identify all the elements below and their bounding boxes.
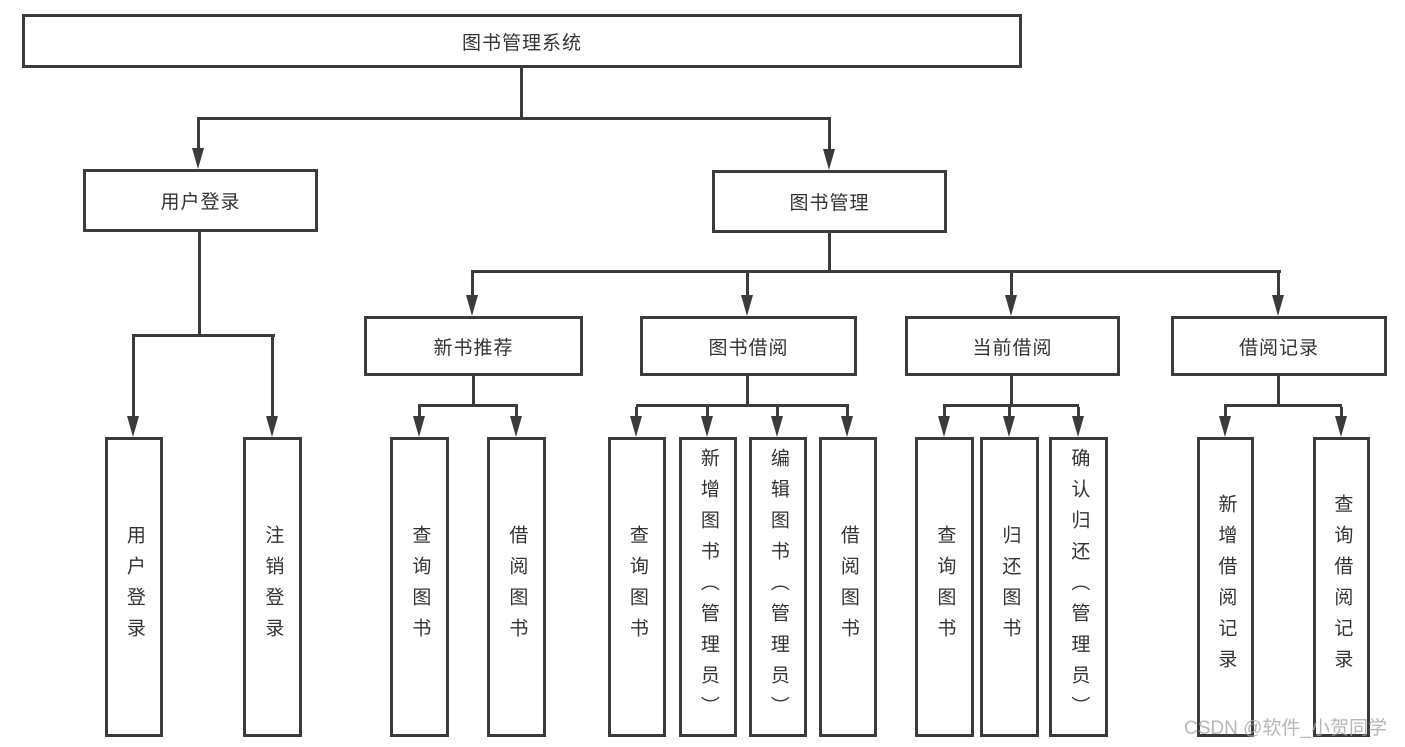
arrow-to-user-login-icon: [192, 120, 205, 169]
leaf-newbooks-query-books: 查询图书: [390, 437, 449, 737]
edge-new-books-bar: [418, 404, 518, 407]
node-label: 查询借阅记录: [1331, 494, 1353, 680]
arrow-new-books-borrow-icon: [510, 407, 523, 437]
leaf-borrowing-add-books-admin: 新增图书（管理员）: [679, 437, 737, 737]
edge-book-management-stem: [828, 233, 831, 273]
node-label: 借阅记录: [1238, 337, 1319, 359]
leaf-records-query-record: 查询借阅记录: [1313, 437, 1370, 737]
node-label: 图书借阅: [708, 337, 789, 359]
leaf-borrowing-borrow-books: 借阅图书: [819, 437, 877, 737]
arrow-current-return-icon: [1003, 407, 1016, 437]
edge-book-borrowing-bar: [636, 404, 849, 407]
node-label: 归还图书: [999, 525, 1021, 649]
edge-root-stem: [520, 66, 523, 120]
arrow-records-add-icon: [1219, 407, 1232, 437]
arrow-borrowing-add-icon: [701, 407, 714, 437]
arrow-borrowing-edit-icon: [771, 407, 784, 437]
node-label: 新书推荐: [433, 337, 514, 359]
node-user-login: 用户登录: [83, 169, 318, 232]
node-label: 查询图书: [934, 525, 956, 649]
edge-book-management-bar: [471, 270, 1281, 273]
node-book-management: 图书管理: [712, 170, 947, 233]
node-label: 借阅图书: [506, 525, 528, 649]
arrow-to-current-borrowing-icon: [1005, 273, 1018, 316]
node-label: 新增图书（管理员）: [697, 447, 719, 727]
node-label: 查询图书: [409, 525, 431, 649]
edge-borrowing-records-bar: [1224, 404, 1342, 407]
node-label: 借阅图书: [837, 525, 859, 649]
node-borrowing-records: 借阅记录: [1171, 316, 1387, 376]
node-label: 注销登录: [262, 525, 284, 649]
arrow-borrowing-query-icon: [630, 407, 643, 437]
edge-current-borrowing-stem: [1010, 376, 1013, 407]
edge-book-borrowing-stem: [746, 376, 749, 407]
edge-current-borrowing-bar: [943, 404, 1079, 407]
edge-user-login-bar: [133, 334, 275, 337]
edge-root-bar: [197, 117, 831, 120]
node-label: 编辑图书（管理员）: [767, 447, 789, 727]
leaf-current-confirm-return-admin: 确认归还（管理员）: [1049, 437, 1108, 737]
node-label: 用户登录: [160, 192, 241, 213]
node-label: 图书管理系统: [461, 32, 582, 54]
arrow-current-query-icon: [938, 407, 951, 437]
node-label: 确认归还（管理员）: [1068, 447, 1090, 727]
leaf-logout: 注销登录: [243, 437, 302, 737]
arrow-to-logout-icon: [266, 334, 279, 437]
node-label: 用户登录: [123, 525, 145, 649]
arrow-current-confirm-icon: [1072, 407, 1085, 437]
arrow-records-query-icon: [1335, 407, 1348, 437]
node-new-book-recommendation: 新书推荐: [364, 316, 583, 376]
edge-user-login-stem: [198, 232, 201, 337]
leaf-newbooks-borrow-books: 借阅图书: [487, 437, 546, 737]
edge-new-books-stem: [472, 376, 475, 407]
arrow-new-books-query-icon: [413, 407, 426, 437]
arrow-borrowing-borrow-icon: [841, 407, 854, 437]
node-label: 当前借阅: [972, 337, 1053, 359]
node-label: 新增借阅记录: [1215, 494, 1237, 680]
arrow-to-new-books-icon: [466, 273, 479, 316]
arrow-to-borrowing-records-icon: [1272, 273, 1285, 316]
leaf-borrowing-query-books: 查询图书: [608, 437, 666, 737]
node-label: 图书管理: [789, 193, 870, 214]
leaf-user-login: 用户登录: [105, 437, 163, 737]
leaf-records-add-record: 新增借阅记录: [1197, 437, 1254, 737]
arrow-to-login-icon: [127, 334, 140, 437]
leaf-current-query-books: 查询图书: [915, 437, 974, 737]
node-current-borrowing: 当前借阅: [905, 316, 1120, 376]
arrow-to-book-management-icon: [823, 120, 836, 170]
node-label: 查询图书: [626, 525, 648, 649]
node-book-borrowing: 图书借阅: [640, 316, 857, 376]
leaf-borrowing-edit-books-admin: 编辑图书（管理员）: [749, 437, 807, 737]
node-library-management-system: 图书管理系统: [22, 14, 1022, 68]
edge-borrowing-records-stem: [1277, 376, 1280, 407]
csdn-watermark: CSDN @软件_小贺同学: [1184, 718, 1387, 739]
arrow-to-book-borrowing-icon: [741, 273, 754, 316]
leaf-current-return-books: 归还图书: [980, 437, 1039, 737]
